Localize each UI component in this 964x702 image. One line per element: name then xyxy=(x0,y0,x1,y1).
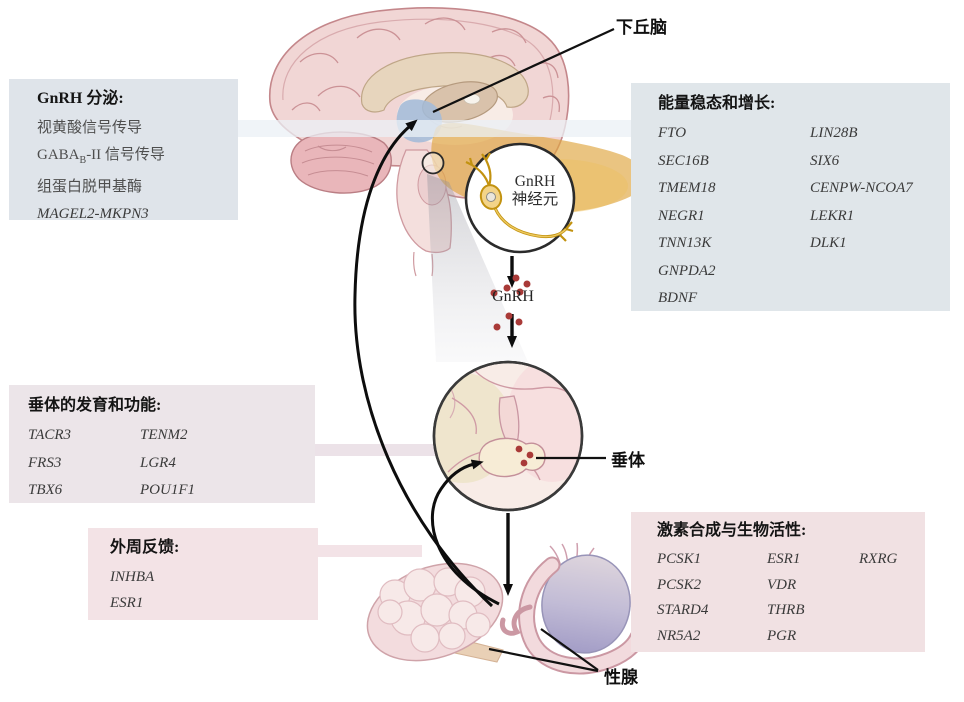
gene-item: FRS3 xyxy=(28,454,62,471)
box-item-histone-demethylase: 组蛋白脱甲基酶 xyxy=(37,179,143,195)
gene-item: TENM2 xyxy=(140,427,188,443)
pituitary-location-circle xyxy=(421,151,445,175)
gene-item: GNPDA2 xyxy=(658,262,716,279)
box-item-gaba-signaling: GABAB-II 信号传导 xyxy=(37,147,165,166)
gene-item: INHBA xyxy=(110,569,155,585)
corpus-callosum xyxy=(361,52,529,113)
gene-item: NR5A2 xyxy=(657,627,701,644)
ovary-illustration xyxy=(366,562,504,663)
gene-item: STARD4 xyxy=(657,602,709,619)
brain-gyri xyxy=(291,17,560,113)
feedback-arrow-to-hypothalamus xyxy=(353,119,494,608)
gene-item: THRB xyxy=(767,602,805,619)
connector-band-mid-left xyxy=(314,444,438,456)
box-gnrh-secretion: GnRH 分泌: 视黄酸信号传导 GABAB-II 信号传导 组蛋白脱甲基酶 M… xyxy=(9,79,238,222)
box-item-retinoic-acid-signaling: 视黄酸信号传导 xyxy=(37,120,143,136)
gene-item: LGR4 xyxy=(140,454,176,471)
gnrh-release-arrows xyxy=(503,256,517,596)
gene-item: TNN13K xyxy=(658,235,712,251)
gene-column: RXRG xyxy=(859,547,897,573)
gene-item: SEC16B xyxy=(658,152,709,169)
label-pituitary: 垂体 xyxy=(611,451,645,470)
label-hypothalamus: 下丘脑 xyxy=(616,18,667,37)
feedback-arrow-to-pituitary xyxy=(430,459,500,606)
gene-item: PCSK2 xyxy=(657,576,702,593)
gene-item: PCSK1 xyxy=(657,551,702,567)
testis-illustration xyxy=(499,542,647,675)
gene-item: CENPW-NCOA7 xyxy=(810,180,913,196)
gene-item: VDR xyxy=(767,576,797,593)
box-title: 外周反馈: xyxy=(110,539,180,556)
box-peripheral-feedback: 外周反馈: INHBA ESR1 xyxy=(88,528,318,620)
gene-item: MAGEL2-MKPN3 xyxy=(37,206,149,222)
gene-item: PGR xyxy=(767,627,797,644)
label-gnrh-neuron: GnRH 神经元 xyxy=(511,173,559,208)
box-title: GnRH 分泌: xyxy=(37,90,124,107)
gene-item: FTO xyxy=(658,125,687,141)
gene-item: ESR1 xyxy=(110,595,144,611)
gonad-pointer-line-ovary xyxy=(488,647,599,673)
gene-item: LEKR1 xyxy=(810,207,855,224)
gonad-pointer-line-testis xyxy=(540,628,599,671)
pituitary-gland xyxy=(478,437,546,478)
gene-item: SIX6 xyxy=(810,152,840,169)
connector-band-bottom-left xyxy=(318,545,422,557)
gnrh-neuron-magnifier xyxy=(464,142,576,254)
label-pointer-lines xyxy=(432,28,615,673)
magnifier-beam xyxy=(427,174,528,362)
gene-item: POU1F1 xyxy=(140,482,195,498)
box-title: 激素合成与生物活性: xyxy=(657,522,807,539)
gene-item: TMEM18 xyxy=(658,180,716,196)
pituitary-magnifier xyxy=(432,360,584,512)
gene-column: INHBA ESR1 xyxy=(110,564,318,616)
cerebellum xyxy=(290,131,392,194)
gnrh-hormone-dots xyxy=(490,274,531,331)
label-gnrh-hormone: GnRH xyxy=(492,288,534,305)
gene-item: DLK1 xyxy=(810,235,847,251)
gene-item: LIN28B xyxy=(810,125,858,141)
box-title: 能量稳态和增长: xyxy=(658,95,776,112)
neuron-drawing xyxy=(465,152,574,242)
gene-item: RXRG xyxy=(859,551,898,567)
label-gonads: 性腺 xyxy=(604,668,638,687)
connector-band-top xyxy=(238,120,632,137)
gene-item: TACR3 xyxy=(28,427,72,443)
pituitary-hormone-dots xyxy=(515,445,534,467)
gene-item: ESR1 xyxy=(767,551,801,567)
gene-item: TBX6 xyxy=(28,482,63,498)
gene-item: NEGR1 xyxy=(658,207,705,224)
hypothalamus-pointer-line xyxy=(432,28,615,113)
box-title: 垂体的发育和功能: xyxy=(28,397,162,414)
gene-item: BDNF xyxy=(658,290,698,306)
